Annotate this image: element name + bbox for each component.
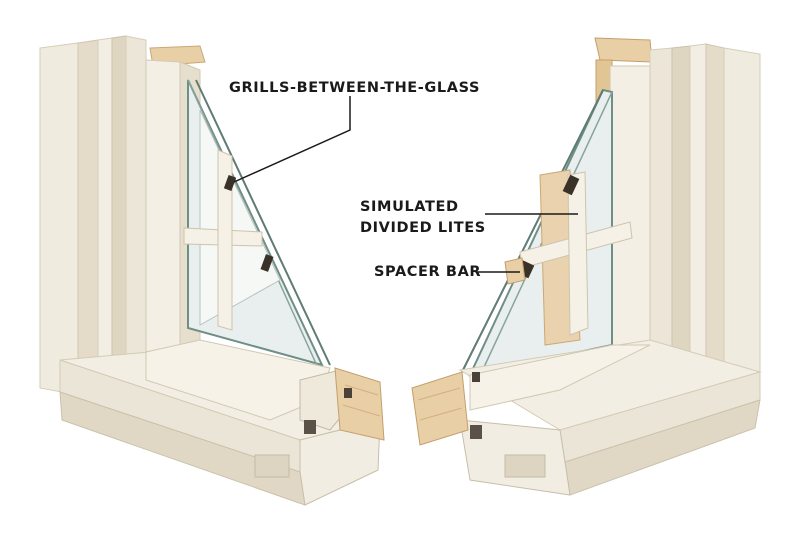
right-jamb-strip-2 xyxy=(672,46,690,380)
left-jamb-strip-3 xyxy=(112,36,126,402)
right-weatherstrip xyxy=(470,425,482,439)
simulated-divided-lites-label-line1: SIMULATED xyxy=(360,197,459,217)
right-sill-slot xyxy=(505,455,545,477)
right-wood-head xyxy=(595,38,652,62)
right-jamb-strip-3 xyxy=(690,44,706,378)
right-jamb-back xyxy=(724,48,760,374)
left-jamb-strip-1 xyxy=(78,40,98,398)
left-wood-block xyxy=(335,368,384,440)
simulated-divided-lites-label-line2: DIVIDED LITES xyxy=(360,218,486,238)
grills-between-glass-label: GRILLS-BETWEEN-THE-GLASS xyxy=(229,78,480,98)
left-jamb-strip-4 xyxy=(126,36,146,404)
left-rail-gasket xyxy=(344,388,352,398)
callout-leaders xyxy=(234,96,578,272)
right-wood-spacer-block xyxy=(505,258,525,284)
left-sill-slot xyxy=(255,455,289,477)
left-window-corner xyxy=(40,36,384,505)
spacer-bar-label: SPACER BAR xyxy=(374,262,481,282)
right-jamb-strip-4 xyxy=(706,44,724,376)
right-jamb-strip-1 xyxy=(650,48,672,385)
right-sdl-vertical xyxy=(568,172,588,335)
left-weatherstrip xyxy=(304,420,316,434)
left-sash-frame xyxy=(146,60,180,352)
right-rail-gasket xyxy=(472,372,480,382)
left-jamb-strip-2 xyxy=(98,38,112,400)
left-jamb-back xyxy=(40,43,78,395)
grills-leader-line xyxy=(234,96,350,182)
right-sash-frame xyxy=(610,66,650,350)
